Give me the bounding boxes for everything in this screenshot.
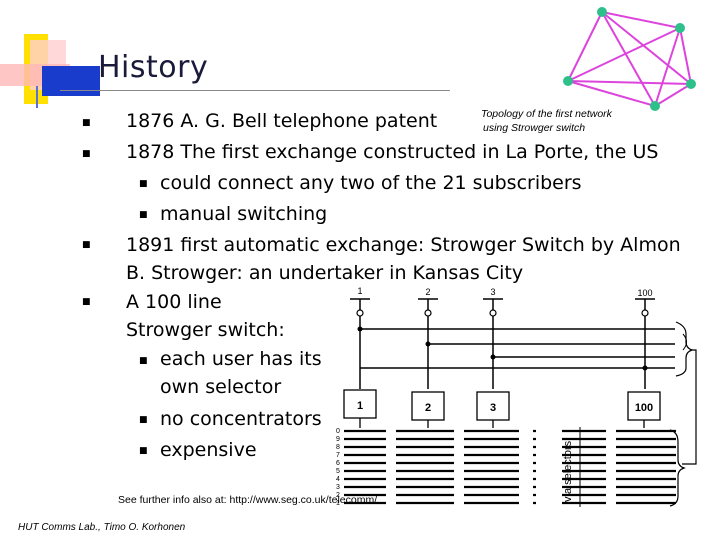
bullet-marker: ■	[139, 446, 148, 456]
line-number: 3	[490, 287, 495, 297]
topology-node	[563, 76, 573, 86]
decorative-squares	[0, 34, 100, 108]
line-number: 100	[637, 288, 652, 298]
further-info-url: See further info also at: http://www.seg…	[118, 494, 378, 506]
bank-level: 4	[336, 476, 340, 483]
bank-level: 1	[336, 500, 340, 507]
selector-box-label: 100	[635, 402, 653, 414]
strowger-diagram: 1 2 3 100	[336, 286, 697, 508]
bullet-marker: ■	[82, 118, 91, 128]
bullet-marker: ■	[139, 179, 148, 189]
bank-level: 0	[336, 428, 340, 435]
topology-caption-line2: using Strowger switch	[483, 122, 586, 134]
title-underline	[60, 90, 450, 91]
bullet-marker: ■	[139, 356, 148, 366]
sub-bullet-subscribers: could connect any two of the 21 subscrib…	[160, 172, 582, 194]
bullet-strowger-100: A 100 line	[126, 291, 222, 313]
bullet-marker: ■	[139, 210, 148, 220]
topology-graph	[563, 7, 696, 111]
via-selectors-label: via selectors	[562, 440, 574, 502]
topology-node	[597, 7, 607, 17]
topology-node	[650, 101, 660, 111]
bullet-marker: ■	[82, 240, 91, 250]
line-number: 2	[425, 287, 430, 297]
bank-level: 3	[336, 484, 340, 491]
bullet-1891-cont: B. Strowger: an undertaker in Kansas Cit…	[126, 262, 524, 284]
topology-node	[686, 79, 696, 89]
bullet-1876: 1876 A. G. Bell telephone patent	[126, 110, 438, 132]
bank-level: 2	[336, 492, 340, 499]
bullet-marker: ■	[139, 415, 148, 425]
bank-level: 5	[336, 468, 340, 475]
bullet-strowger-100-cont: Strowger switch:	[126, 319, 285, 341]
bank-level: 9	[336, 436, 340, 443]
footer-credit: HUT Comms Lab., Timo O. Korhonen	[18, 522, 186, 533]
sub-bullet-selector: each user has its	[160, 348, 322, 370]
slide-title: History	[98, 50, 209, 85]
sub-bullet-manual: manual switching	[160, 203, 328, 225]
selector-box-label: 2	[425, 402, 431, 414]
sub-bullet-selector-cont: own selector	[160, 376, 282, 398]
selector-box-label: 1	[357, 400, 363, 412]
topology-caption-line1: Topology of the first network	[481, 108, 612, 120]
topology-node	[675, 23, 685, 33]
bank-level: 7	[336, 452, 340, 459]
bullet-1878: 1878 The first exchange constructed in L…	[126, 141, 659, 163]
sub-bullet-expensive: expensive	[160, 439, 257, 461]
bullet-marker: ■	[82, 297, 91, 307]
line-number: 1	[357, 286, 362, 296]
bank-level: 6	[336, 460, 340, 467]
bullet-marker: ■	[82, 149, 91, 159]
sub-bullet-concentrators: no concentrators	[160, 408, 322, 430]
bank-level: 8	[336, 444, 340, 451]
selector-box-label: 3	[490, 402, 496, 414]
bullet-1891: 1891 first automatic exchange: Strowger …	[126, 234, 681, 256]
